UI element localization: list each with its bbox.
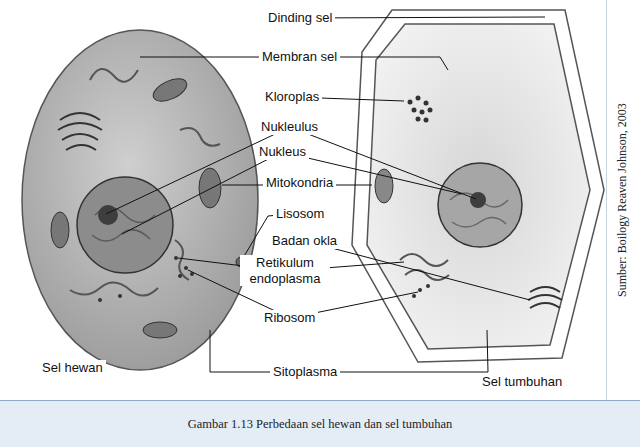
animal-mitochondrion xyxy=(143,322,177,338)
source-note: Sumber: Boilogy Reaven Johnson, 2003 xyxy=(615,100,629,300)
frame-rule xyxy=(606,0,607,400)
caption-band xyxy=(0,400,640,447)
animal-ribosomes xyxy=(98,256,194,302)
animal-mitochondrion xyxy=(199,168,221,208)
animal-mitochondrion xyxy=(150,74,190,106)
part-label: Kloroplas xyxy=(262,89,322,105)
part-label: Nukleus xyxy=(256,144,309,160)
leader-line xyxy=(106,127,290,214)
figure-caption: Gambar 1.13 Perbedaan sel hewan dan sel … xyxy=(0,401,640,447)
part-label: Membran sel xyxy=(259,49,340,65)
leader-line xyxy=(122,152,282,234)
animal-nucleolus xyxy=(98,205,118,225)
part-label: Ribosom xyxy=(261,310,318,326)
plant-ribosomes xyxy=(412,284,430,298)
part-label: Dinding sel xyxy=(265,10,335,26)
plant-golgi xyxy=(528,287,562,308)
animal-golgi xyxy=(58,113,102,150)
part-label: Sitoplasma xyxy=(270,364,340,380)
plant-er xyxy=(400,254,449,280)
plant-nucleolus xyxy=(470,192,486,208)
plant-cell xyxy=(352,10,604,362)
animal-cell xyxy=(22,30,258,370)
plant-cell-wall xyxy=(352,10,604,362)
leader-line xyxy=(300,17,545,18)
part-label: Mitokondria xyxy=(263,175,336,191)
animal-er xyxy=(70,69,220,296)
part-label: Badan okla xyxy=(269,233,340,249)
figure-title: Sel hewan xyxy=(39,360,106,376)
leader-line xyxy=(305,241,530,300)
part-label: Retikulum endoplasma xyxy=(240,255,330,286)
part-label: Lisosom xyxy=(273,206,327,222)
plant-membrane xyxy=(367,24,590,349)
animal-nucleus xyxy=(77,177,173,273)
figure-title: Sel tumbuhan xyxy=(479,374,565,390)
plant-nucleus xyxy=(438,163,522,247)
part-label: Nukleulus xyxy=(258,119,321,135)
plant-chloroplast xyxy=(408,96,433,123)
plant-chromatin xyxy=(450,193,508,227)
animal-mitochondrion xyxy=(51,212,69,248)
animal-membrane xyxy=(22,30,258,370)
band-rule xyxy=(0,400,640,401)
leader-lines xyxy=(106,17,545,372)
